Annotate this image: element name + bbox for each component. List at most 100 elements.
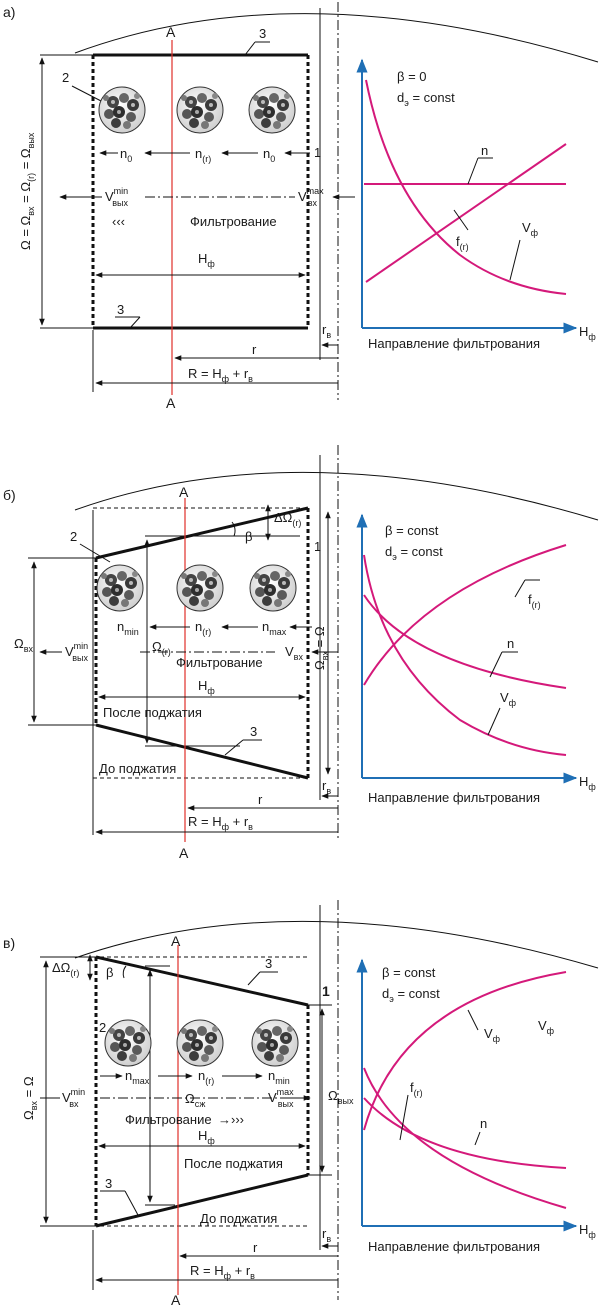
curve-v-label-a: Vф xyxy=(522,220,539,238)
d-c: dэ = const xyxy=(382,986,440,1004)
curve-v-b xyxy=(363,554,567,756)
filtration-label-a: Фильтрование xyxy=(190,214,277,229)
n-left-b: nmin xyxy=(117,619,139,637)
graph-b: Hф Направление фильтрования β = const dэ… xyxy=(356,513,596,805)
rv-label-a: rв xyxy=(322,322,331,340)
curve-f-c xyxy=(363,1067,567,1209)
curve-n-c xyxy=(363,1097,567,1169)
filter-grain-icon xyxy=(248,86,296,134)
beta-b: β = const xyxy=(385,523,439,538)
section-label-bottom-a: A xyxy=(166,395,176,411)
curve-v-label-c: Vф xyxy=(484,1026,501,1044)
vessel-arc-b xyxy=(74,471,599,521)
label-3-bottom-c: 3 xyxy=(105,1176,112,1191)
delta-omega-c: ΔΩ(r) xyxy=(52,960,79,978)
axis-h-a: Hф xyxy=(579,324,596,342)
curve-n-b xyxy=(363,594,567,689)
vessel-arc-c xyxy=(74,920,599,969)
curve-f-label-b: f(r) xyxy=(528,592,541,610)
panel-b: б) Ωвх ΔΩ(r) β Ωвх = Ω 1 A A xyxy=(3,445,599,861)
curve-f-label-c: f(r) xyxy=(410,1080,423,1098)
label-2-c: 2 xyxy=(99,1020,106,1035)
delta-omega-b: ΔΩ(r) xyxy=(274,510,301,528)
n-right-a: n0 xyxy=(263,146,275,164)
beta-c: β = const xyxy=(382,965,436,980)
omega-r-b: Ω(r) xyxy=(152,639,171,657)
beta-a: β = 0 xyxy=(397,69,427,84)
axis-h-c: Hф xyxy=(579,1222,596,1240)
curve-n-label-a: n xyxy=(481,143,488,158)
n-left-a: n0 xyxy=(120,146,132,164)
before-label-b: До поджатия xyxy=(99,761,176,776)
curve-v-label-b: Vф xyxy=(500,690,517,708)
h-label-c: Hф xyxy=(198,1128,215,1146)
section-label-bottom-b: A xyxy=(179,845,189,861)
curve-f-a xyxy=(365,143,567,283)
filter-grain-icon xyxy=(176,86,224,134)
omega-sj-c: Ωсж xyxy=(185,1091,205,1109)
wall-top-b xyxy=(95,506,309,560)
label-1-c: 1 xyxy=(322,983,330,999)
R-label-b: R = Hф + rв xyxy=(188,814,253,832)
curve-n-label-c: n xyxy=(480,1116,487,1131)
curve-f-b xyxy=(363,544,567,686)
label-2-b: 2 xyxy=(70,529,77,544)
wall-bottom-c xyxy=(95,1173,309,1228)
wall-top-c xyxy=(95,955,309,1007)
vessel-arc-a xyxy=(74,13,599,63)
d-b: dэ = const xyxy=(385,544,443,562)
label-3-bottom-a: 3 xyxy=(117,302,124,317)
R-label-a: R = Hф + rв xyxy=(188,366,253,384)
v-right-b: Vвх xyxy=(285,644,303,662)
beta-mark-c: β xyxy=(106,965,113,980)
section-label-top-a: A xyxy=(166,24,176,40)
section-label-top-b: A xyxy=(179,484,189,500)
filter-grain-icon xyxy=(176,564,224,612)
omega-out-c: Ωвых xyxy=(328,1088,354,1106)
R-label-c: R = Hф + rв xyxy=(190,1263,255,1281)
n-mid-a: n(r) xyxy=(195,146,211,164)
omega-label-a: Ω = Ωвх = Ω(r) = Ωвых xyxy=(18,132,36,250)
omega-in-b: Ωвх xyxy=(14,636,34,654)
axis-h-b: Hф xyxy=(579,774,596,792)
curve-n-label-b: n xyxy=(507,636,514,651)
n-mid-b: n(r) xyxy=(195,619,211,637)
curve-v-c xyxy=(363,971,567,1131)
section-label-bottom-c: A xyxy=(171,1292,181,1308)
chevrons-c: →››› xyxy=(218,1112,244,1127)
n-right-b: nmax xyxy=(262,619,287,637)
panel-a-letter: а) xyxy=(3,4,15,20)
filter-grain-icon xyxy=(176,1019,224,1067)
n-right-c: nmin xyxy=(268,1068,290,1086)
filtration-label-c: Фильтрование xyxy=(125,1112,212,1127)
r-label-a: r xyxy=(252,342,257,357)
wall-bottom-b xyxy=(95,723,309,780)
section-label-top-c: A xyxy=(171,933,181,949)
after-label-b: После поджатия xyxy=(103,705,202,720)
rv-label-b: rв xyxy=(322,778,331,796)
graph-c: Hф Направление фильтрования β = const dэ… xyxy=(356,958,596,1254)
panel-b-letter: б) xyxy=(3,487,16,503)
n-mid-c: n(r) xyxy=(198,1068,214,1086)
label-1-a: 1 xyxy=(314,145,321,160)
axis-label-c: Направление фильтрования xyxy=(368,1239,540,1254)
filter-grain-icon xyxy=(251,1019,299,1067)
n-left-c: nmax xyxy=(125,1068,150,1086)
label-3-top-a: 3 xyxy=(259,26,266,41)
curve-f-label-a: f(r) xyxy=(456,234,469,252)
extra-v-label-c: Vф xyxy=(538,1018,555,1036)
filter-grain-icon xyxy=(98,86,146,134)
label-3-b: 3 xyxy=(250,724,257,739)
filter-grain-icon xyxy=(104,1019,152,1067)
axis-label-b: Направление фильтрования xyxy=(368,790,540,805)
panel-c-letter: в) xyxy=(3,935,15,951)
label-3-top-c: 3 xyxy=(265,956,272,971)
r-label-c: r xyxy=(253,1240,258,1255)
after-label-c: После поджатия xyxy=(184,1156,283,1171)
curve-v-a xyxy=(365,79,567,295)
